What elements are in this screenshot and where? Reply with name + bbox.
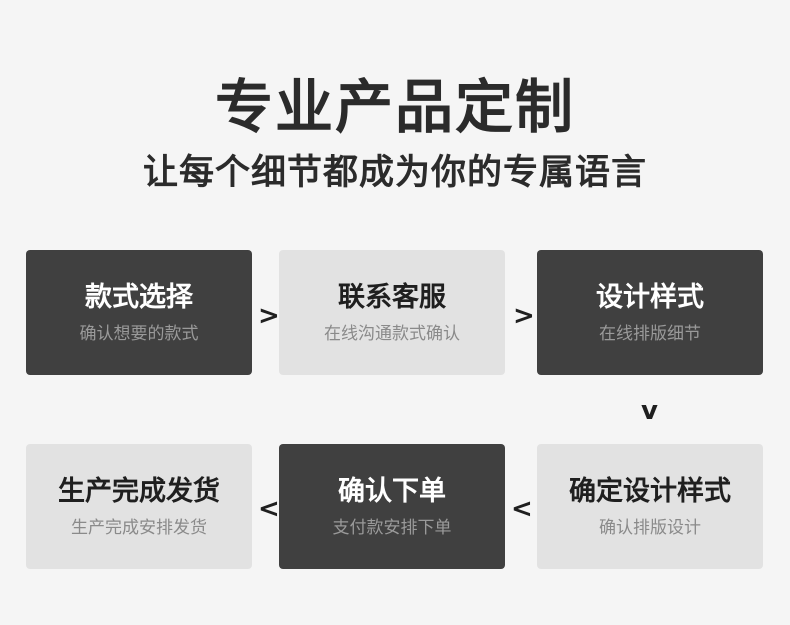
step-card-production-shipping: 生产完成发货 生产完成安排发货 bbox=[26, 444, 252, 569]
arrow-left-icon: < bbox=[258, 494, 280, 524]
step-card-design-style: 设计样式 在线排版细节 bbox=[537, 250, 763, 375]
arrow-right-icon: > bbox=[258, 301, 280, 331]
step-card-confirm-design: 确定设计样式 确认排版设计 bbox=[537, 444, 763, 569]
page-title: 专业产品定制 bbox=[214, 73, 575, 141]
step-heading: 设计样式 bbox=[596, 281, 704, 313]
step-description: 在线沟通款式确认 bbox=[324, 323, 460, 344]
arrow-down-icon: v bbox=[641, 396, 658, 426]
step-card-confirm-order: 确认下单 支付款安排下单 bbox=[279, 444, 505, 569]
step-heading: 确定设计样式 bbox=[569, 475, 731, 507]
step-description: 确认排版设计 bbox=[599, 517, 701, 538]
step-heading: 生产完成发货 bbox=[58, 475, 220, 507]
step-description: 支付款安排下单 bbox=[332, 517, 452, 538]
step-heading: 联系客服 bbox=[338, 281, 446, 313]
page-subtitle: 让每个细节都成为你的专属语言 bbox=[142, 153, 647, 193]
step-card-style-selection: 款式选择 确认想要的款式 bbox=[26, 250, 252, 375]
step-heading: 确认下单 bbox=[338, 475, 446, 507]
step-description: 在线排版细节 bbox=[599, 323, 701, 344]
arrow-right-icon: > bbox=[513, 301, 535, 331]
step-description: 生产完成安排发货 bbox=[71, 517, 207, 538]
step-card-contact-support: 联系客服 在线沟通款式确认 bbox=[279, 250, 505, 375]
step-description: 确认想要的款式 bbox=[79, 323, 199, 344]
step-heading: 款式选择 bbox=[85, 281, 193, 313]
arrow-left-icon: < bbox=[511, 494, 533, 524]
